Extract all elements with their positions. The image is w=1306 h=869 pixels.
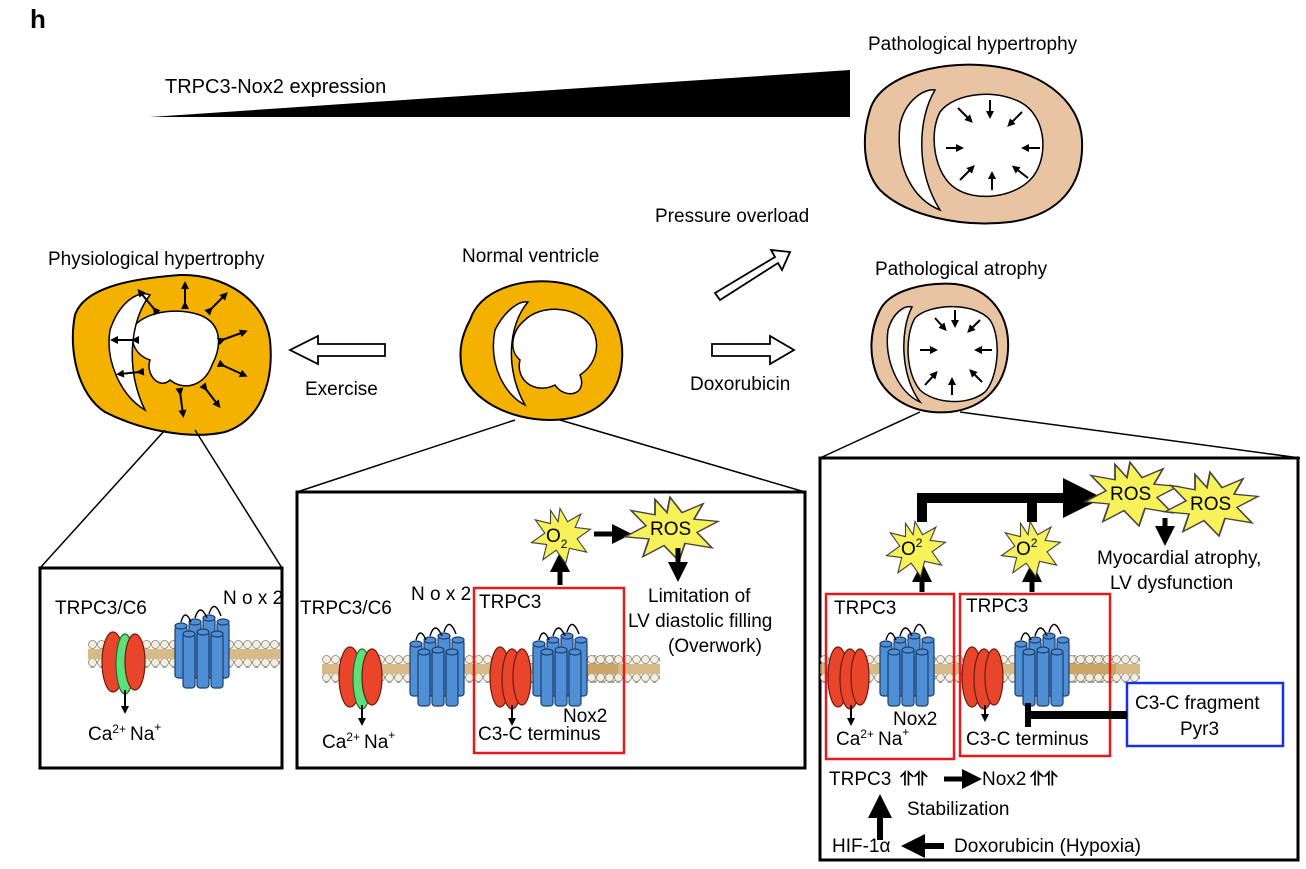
box3-hif: HIF-1α <box>832 836 891 857</box>
c3c-fragment-box <box>1125 681 1285 748</box>
exercise-label: Exercise <box>305 379 378 400</box>
heart-path-atrophy <box>870 282 1010 414</box>
box3-stabilization: Stabilization <box>907 799 1009 820</box>
doxorubicin-label: Doxorubicin <box>690 374 790 395</box>
box1-nox2-label: N o x 2 <box>223 588 283 609</box>
box3-o2-b: O2 <box>1016 536 1038 560</box>
box2-nox2-top: N o x 2 <box>411 584 471 605</box>
heart-normal <box>459 280 624 422</box>
box-physiological <box>38 566 284 770</box>
trpc3-channel-2 <box>489 646 532 710</box>
heart-label-physiological: Physiological hypertrophy <box>48 249 265 270</box>
heart-path-hypertrophy <box>863 63 1084 225</box>
heart-label-path-hypertrophy: Pathological hypertrophy <box>868 34 1078 55</box>
box2-o2: O2 <box>546 526 568 551</box>
box3-nox2-a: Nox2 <box>893 709 937 730</box>
box3-ros-a: ROS <box>1110 484 1151 505</box>
box3-trpc3-a: TRPC3 <box>834 598 896 619</box>
heart-label-path-atrophy: Pathological atrophy <box>875 259 1048 280</box>
heart-physiological <box>71 273 272 436</box>
box3-ros-b: ROS <box>1190 494 1231 515</box>
box3-nox2-up: Nox2 <box>982 769 1026 790</box>
box1-ions: Ca2+Na+ <box>88 720 161 745</box>
box2-trpc-label: TRPC3/C6 <box>300 598 392 619</box>
box3-nox2-up-arrows: ⥣⥣ <box>1030 769 1059 790</box>
zoom-lines <box>39 411 1301 569</box>
panel-label: h <box>30 4 46 34</box>
box1-trpc-label: TRPC3/C6 <box>55 598 147 619</box>
trpc3-highlight-3b <box>958 592 1112 758</box>
box3-atrophy-2: LV dysfunction <box>1110 573 1233 594</box>
box3-trpc3-up: TRPC3 <box>829 769 891 790</box>
box2-limit-3: (Overwork) <box>668 636 762 657</box>
box2-ros: ROS <box>650 519 691 540</box>
box3-ions: Ca2+Na+ <box>836 725 909 750</box>
gradient-label: TRPC3-Nox2 expression <box>165 76 386 98</box>
box2-limit-1: Limitation of <box>648 586 751 607</box>
pressure-arrow <box>713 248 792 302</box>
box3-o2-a: O2 <box>901 536 923 560</box>
box2-trpc3-label: TRPC3 <box>479 592 541 613</box>
doxorubicin-arrow <box>711 334 796 366</box>
box3-trpc3-up-arrows: ⥣⥣ <box>900 769 929 790</box>
box2-ions: Ca2+Na+ <box>322 728 395 753</box>
box3-frag-2: Pyr3 <box>1180 719 1219 740</box>
trpc3-highlight-2 <box>472 586 626 755</box>
trpc3-highlight-3a <box>824 592 956 761</box>
box-normal <box>295 490 807 770</box>
box3-trpc3-b: TRPC3 <box>966 596 1028 617</box>
box3-frag-1: C3-C fragment <box>1135 693 1260 714</box>
trpc3-channel-3b <box>961 646 1004 710</box>
box2-c3c-label: C3-C terminus <box>478 724 600 745</box>
heart-label-normal: Normal ventricle <box>462 246 599 267</box>
box3-atrophy-1: Myocardial atrophy, <box>1097 548 1261 569</box>
box2-nox2-inner: Nox2 <box>563 706 607 727</box>
pressure-label: Pressure overload <box>655 206 809 227</box>
trpc-channel-1 <box>101 631 146 695</box>
box3-c3c: C3-C terminus <box>966 729 1088 750</box>
box2-limit-2: LV diastolic filling <box>628 611 772 632</box>
trpc3-channel-3a <box>827 646 870 710</box>
trpc-channel-2 <box>338 646 383 710</box>
exercise-arrow <box>287 334 386 366</box>
ros-flow-arrow <box>917 478 1103 522</box>
expression-wedge <box>150 70 850 117</box>
box3-doxorubicin: Doxorubicin (Hypoxia) <box>954 836 1141 857</box>
